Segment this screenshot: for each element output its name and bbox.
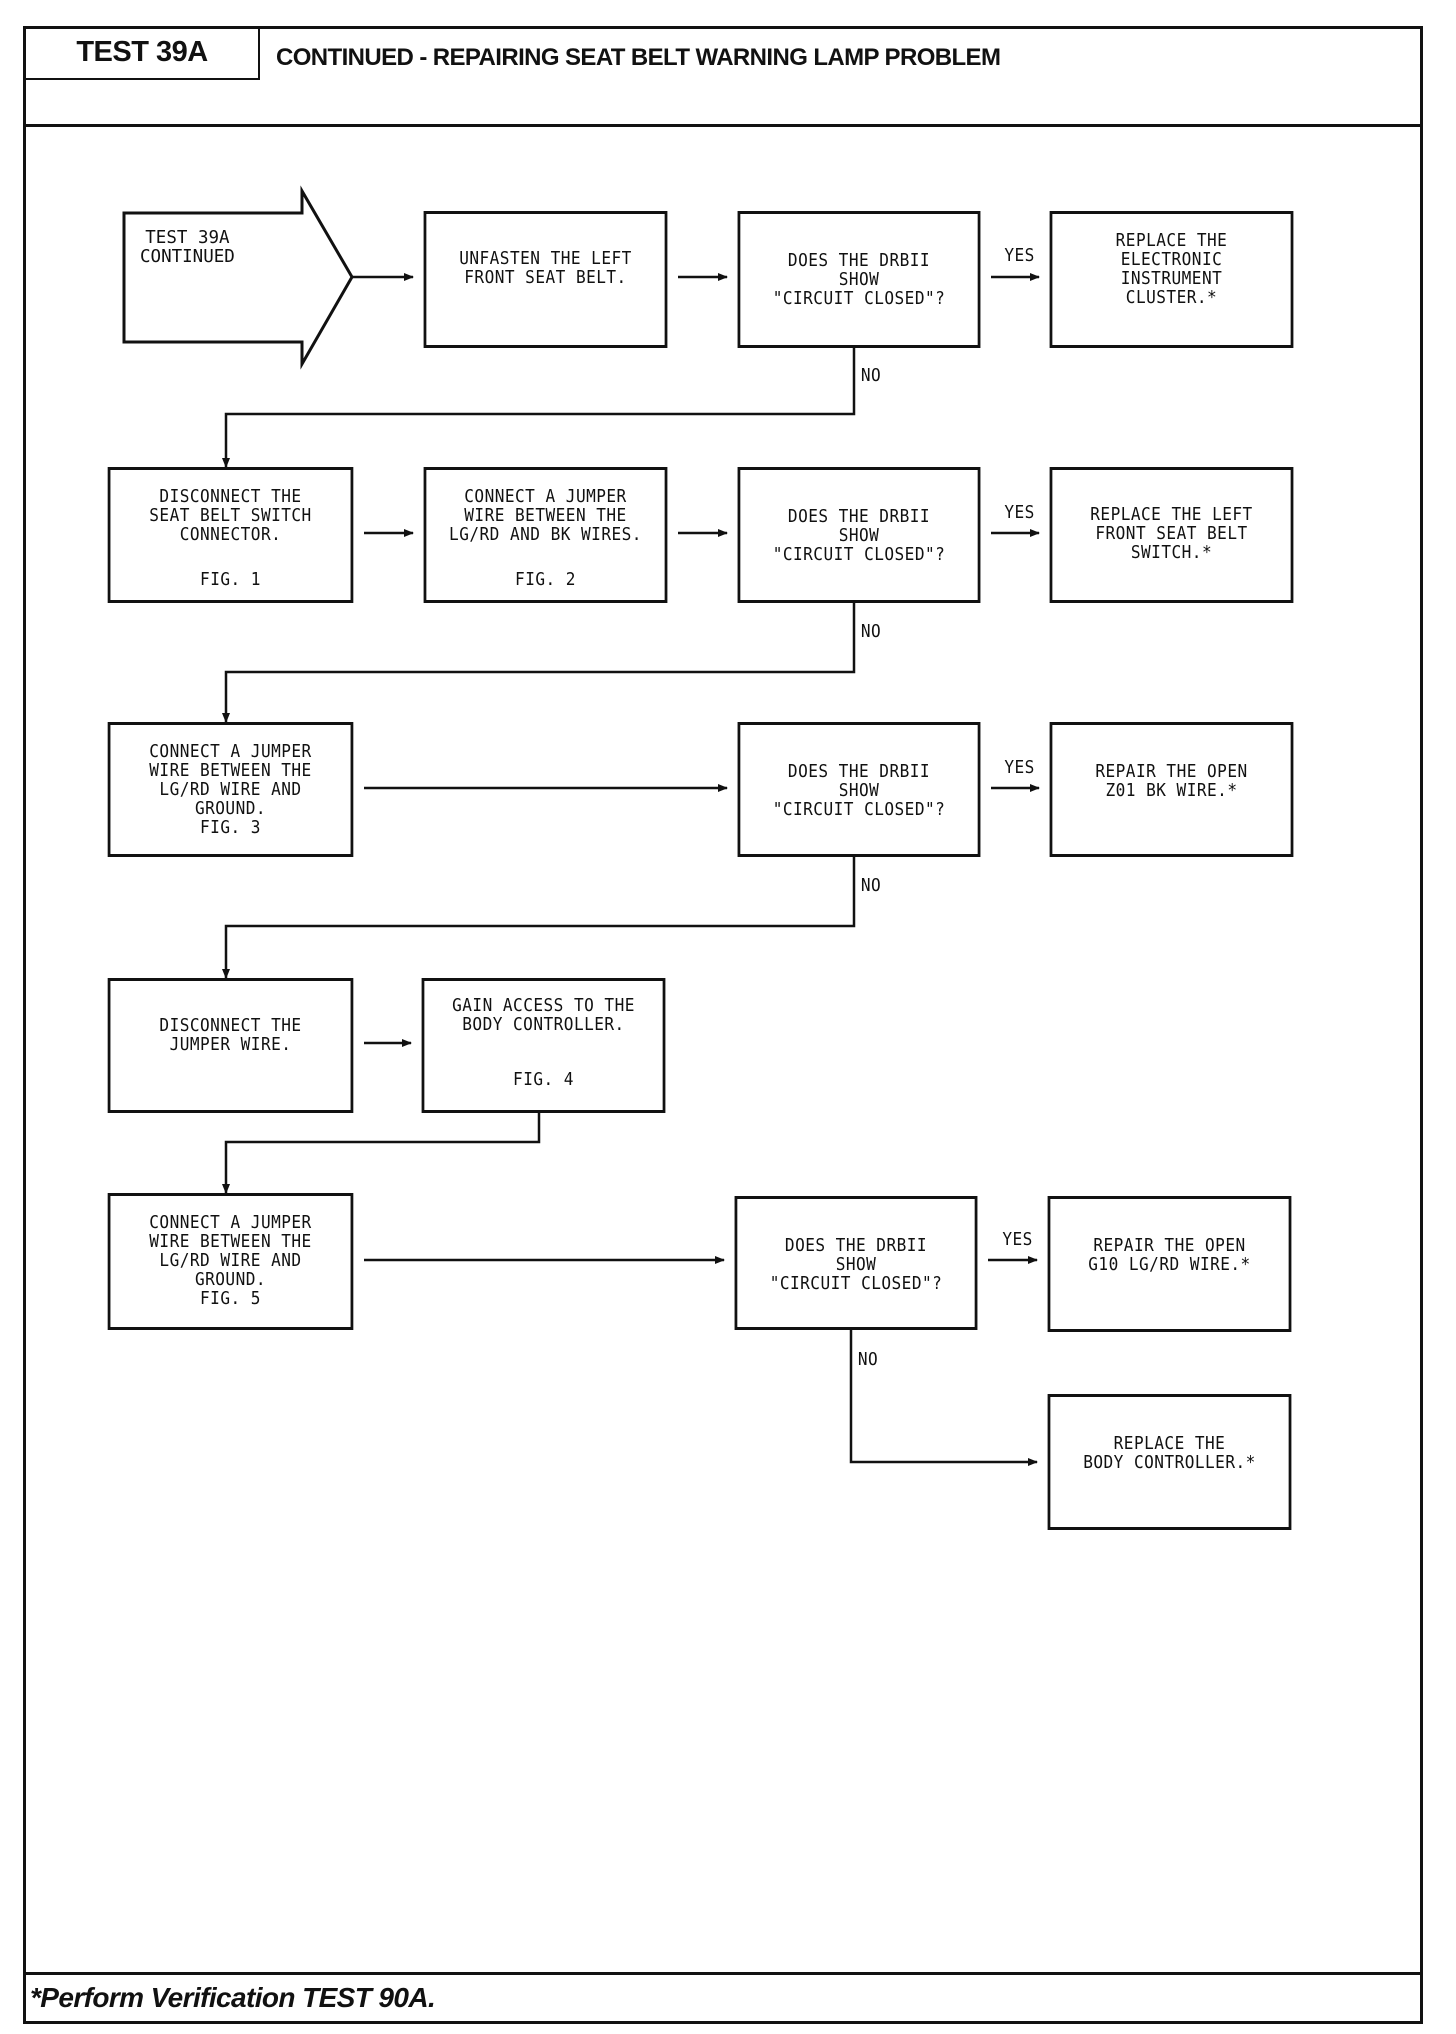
result-repair-z01-bk-wire: REPAIR THE OPEN Z01 BK WIRE.* xyxy=(1049,722,1294,857)
result-replace-instrument-cluster: REPLACE THE ELECTRONIC INSTRUMENT CLUSTE… xyxy=(1049,211,1294,348)
decision-circuit-closed-4: DOES THE DRBII SHOW "CIRCUIT CLOSED"? xyxy=(734,1196,978,1330)
step-disconnect-jumper: DISCONNECT THE JUMPER WIRE. xyxy=(107,978,354,1113)
step-text: DISCONNECT THE JUMPER WIRE. xyxy=(159,1016,302,1055)
connector-q4-no xyxy=(849,1330,1038,1466)
result-text: REPLACE THE LEFT FRONT SEAT BELT SWITCH.… xyxy=(1090,505,1253,563)
no-label: NO xyxy=(860,876,882,896)
no-label: NO xyxy=(860,366,882,386)
decision-text: DOES THE DRBII SHOW "CIRCUIT CLOSED"? xyxy=(772,762,946,820)
step-unfasten-seat-belt: UNFASTEN THE LEFT FRONT SEAT BELT. xyxy=(423,211,668,348)
result-text: REPLACE THE BODY CONTROLLER.* xyxy=(1083,1434,1256,1473)
step-text: DISCONNECT THE SEAT BELT SWITCH CONNECTO… xyxy=(149,487,312,545)
yes-label: YES xyxy=(1002,1230,1033,1250)
decision-circuit-closed-3: DOES THE DRBII SHOW "CIRCUIT CLOSED"? xyxy=(737,722,981,857)
step-text: GAIN ACCESS TO THE BODY CONTROLLER. xyxy=(452,996,635,1035)
result-text: REPAIR THE OPEN G10 LG/RD WIRE.* xyxy=(1088,1236,1251,1275)
decision-circuit-closed-2: DOES THE DRBII SHOW "CIRCUIT CLOSED"? xyxy=(737,467,981,603)
no-label: NO xyxy=(857,1350,879,1370)
result-replace-seat-belt-switch: REPLACE THE LEFT FRONT SEAT BELT SWITCH.… xyxy=(1049,467,1294,603)
test-id-badge: TEST 39A xyxy=(26,26,260,80)
yes-label: YES xyxy=(1004,758,1035,778)
step-jumper-lgrd-bk: CONNECT A JUMPER WIRE BETWEEN THE LG/RD … xyxy=(423,467,668,603)
figure-reference: FIG. 2 xyxy=(515,570,576,590)
decision-text: DOES THE DRBII SHOW "CIRCUIT CLOSED"? xyxy=(769,1236,943,1294)
page-frame xyxy=(23,26,1423,2024)
step-disconnect-switch-connector: DISCONNECT THE SEAT BELT SWITCH CONNECTO… xyxy=(107,467,354,603)
page-title: CONTINUED - REPAIRING SEAT BELT WARNING … xyxy=(276,44,1001,71)
step-text: CONNECT A JUMPER WIRE BETWEEN THE LG/RD … xyxy=(149,1213,312,1309)
result-text: REPLACE THE ELECTRONIC INSTRUMENT CLUSTE… xyxy=(1115,231,1228,308)
yes-label: YES xyxy=(1004,503,1035,523)
connector-q2-no xyxy=(222,603,856,723)
result-replace-body-controller: REPLACE THE BODY CONTROLLER.* xyxy=(1047,1394,1292,1530)
step-text: UNFASTEN THE LEFT FRONT SEAT BELT. xyxy=(459,249,632,288)
footer-note: *Perform Verification TEST 90A. xyxy=(30,1982,436,2013)
decision-text: DOES THE DRBII SHOW "CIRCUIT CLOSED"? xyxy=(772,507,946,565)
step-jumper-lgrd-ground-2: CONNECT A JUMPER WIRE BETWEEN THE LG/RD … xyxy=(107,1193,354,1330)
header-divider xyxy=(23,124,1423,127)
step-jumper-lgrd-ground: CONNECT A JUMPER WIRE BETWEEN THE LG/RD … xyxy=(107,722,354,857)
result-repair-g10-lgrd-wire: REPAIR THE OPEN G10 LG/RD WIRE.* xyxy=(1047,1196,1292,1332)
step-text: CONNECT A JUMPER WIRE BETWEEN THE LG/RD … xyxy=(449,487,642,545)
decision-circuit-closed-1: DOES THE DRBII SHOW "CIRCUIT CLOSED"? xyxy=(737,211,981,348)
connector-q3-no xyxy=(222,857,856,979)
figure-reference: FIG. 4 xyxy=(513,1070,574,1090)
step-access-body-controller: GAIN ACCESS TO THE BODY CONTROLLER. FIG.… xyxy=(421,978,666,1113)
start-arrow-shape xyxy=(122,185,354,370)
decision-text: DOES THE DRBII SHOW "CIRCUIT CLOSED"? xyxy=(772,251,946,309)
figure-reference: FIG. 1 xyxy=(200,570,261,590)
start-node-label: TEST 39A CONTINUED xyxy=(140,228,235,267)
step-text: CONNECT A JUMPER WIRE BETWEEN THE LG/RD … xyxy=(149,742,312,838)
yes-label: YES xyxy=(1004,246,1035,266)
connector-q1-no xyxy=(222,348,856,468)
connector-access-to-jumper-ground-2 xyxy=(222,1113,541,1194)
footer-divider xyxy=(23,1972,1423,1975)
result-text: REPAIR THE OPEN Z01 BK WIRE.* xyxy=(1095,762,1248,801)
no-label: NO xyxy=(860,622,882,642)
